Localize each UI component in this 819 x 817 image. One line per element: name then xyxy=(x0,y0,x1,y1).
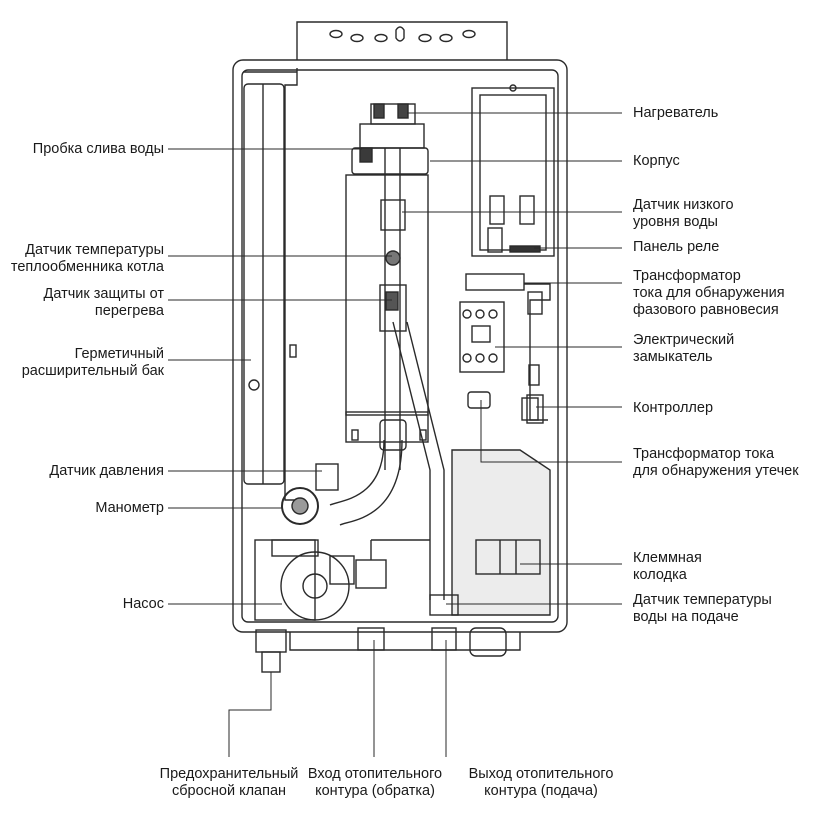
pump xyxy=(254,539,355,621)
leader-lines xyxy=(168,112,622,757)
label-controller: Контроллер xyxy=(633,400,714,416)
phase-transformer xyxy=(465,273,525,291)
pressure-sensor xyxy=(315,463,339,491)
mounting-bracket xyxy=(296,21,508,60)
terminal-block xyxy=(451,449,551,616)
pipe-left xyxy=(384,148,401,470)
pipe-return xyxy=(329,439,403,526)
return-fitting xyxy=(355,539,430,651)
pipe-supply xyxy=(392,321,445,600)
label-casing: Корпус xyxy=(633,153,680,169)
controller xyxy=(521,397,539,421)
leakage-transformer xyxy=(467,391,491,409)
heater-cylinder xyxy=(345,103,429,443)
safety-valve xyxy=(255,629,287,673)
casing-outline xyxy=(232,59,568,633)
contactor xyxy=(459,301,505,373)
label-pressure-sensor: Датчик давления xyxy=(49,463,164,479)
label-manometer: Манометр xyxy=(95,500,164,516)
label-relay-panel: Панель реле xyxy=(633,239,720,255)
label-drain-plug: Пробка слива воды xyxy=(32,141,164,157)
label-heater: Нагреватель xyxy=(633,105,719,121)
relay-panel xyxy=(471,84,555,257)
expansion-tank xyxy=(243,68,298,501)
label-pump: Насос xyxy=(122,596,164,612)
manometer xyxy=(281,487,319,525)
